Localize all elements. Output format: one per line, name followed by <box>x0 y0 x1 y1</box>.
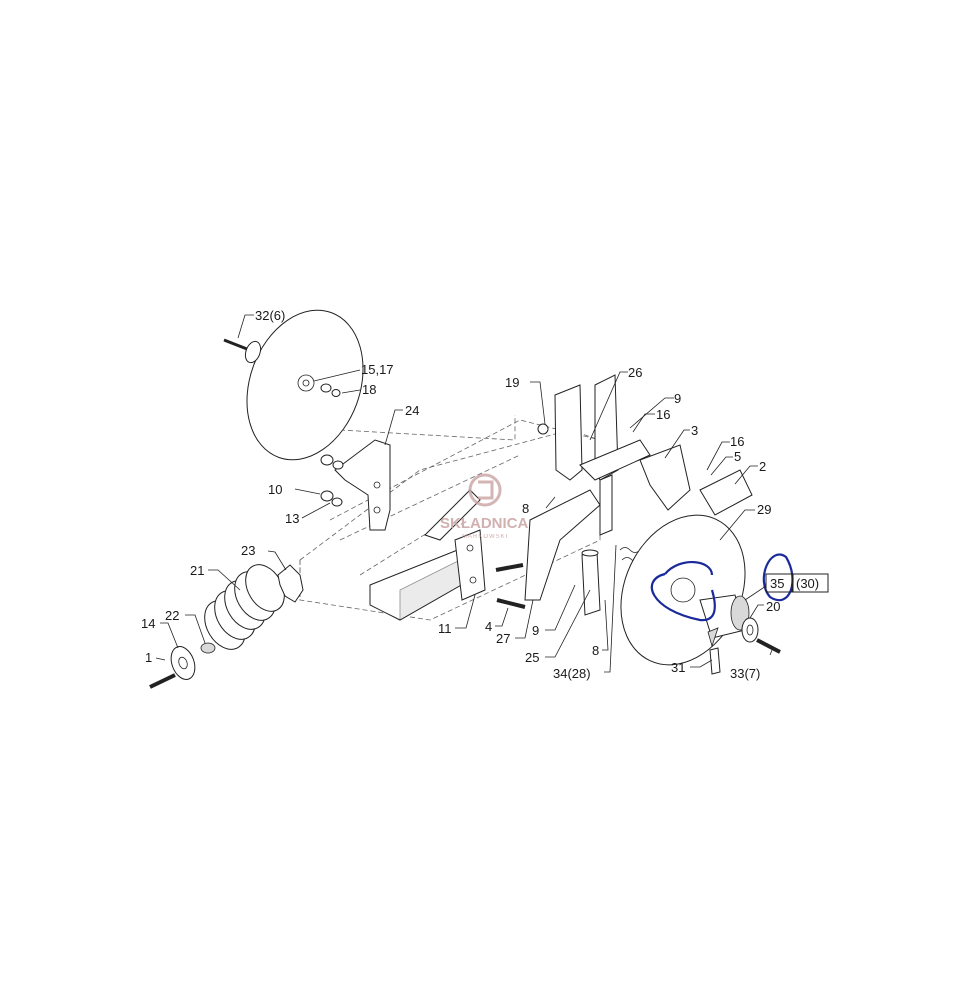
spring-21 <box>204 564 285 650</box>
label-29: 29 <box>757 502 771 517</box>
watermark-sub: MARKOWSKI <box>462 534 508 540</box>
frame-box <box>369 544 471 621</box>
label-24: 24 <box>405 403 419 418</box>
label-19: 19 <box>505 375 519 390</box>
plate-11 <box>454 529 486 601</box>
spike-31 <box>707 627 721 675</box>
label-3: 3 <box>691 423 698 438</box>
label-32: 32(6) <box>255 308 285 323</box>
arm-27 <box>424 489 601 601</box>
leader-lines <box>155 314 773 673</box>
label-30: (30) <box>796 576 819 591</box>
label-31: 31 <box>671 660 685 675</box>
label-35: 35 <box>770 576 784 591</box>
label-26: 26 <box>628 365 642 380</box>
bushing-22 <box>200 642 216 654</box>
label-35-box <box>765 573 793 593</box>
label-18: 18 <box>362 382 376 397</box>
bolt-1 <box>149 673 176 689</box>
label-15-17: 15,17 <box>361 362 394 377</box>
watermark-logo: SKŁADNICA MARKOWSKI <box>440 473 528 540</box>
scraper-3 <box>639 444 691 511</box>
nuts-10-13 <box>320 454 344 507</box>
label-5: 5 <box>734 449 741 464</box>
label-11: 11 <box>438 621 452 636</box>
left-disc <box>223 309 364 461</box>
label-20: 20 <box>766 599 780 614</box>
label-16-right: 16 <box>730 434 744 449</box>
star-part-23 <box>277 564 304 603</box>
column-26 <box>579 374 651 536</box>
bolt-33 <box>756 638 781 654</box>
label-33: 33(7) <box>730 666 760 681</box>
cap-20 <box>741 617 759 643</box>
right-disc <box>620 514 746 666</box>
label-27: 27 <box>496 631 510 646</box>
label-8-upper: 8 <box>522 501 529 516</box>
label-9-top: 9 <box>674 391 681 406</box>
label-10: 10 <box>268 482 282 497</box>
bracket-24 <box>334 439 391 531</box>
label-21: 21 <box>190 563 204 578</box>
label-23: 23 <box>241 543 255 558</box>
label-25: 25 <box>525 650 539 665</box>
watermark-name: SKŁADNICA <box>440 515 528 532</box>
label-9-bottom: 9 <box>532 623 539 638</box>
bolts-4 <box>495 563 526 609</box>
plate-2 <box>699 469 753 516</box>
label-22: 22 <box>165 608 179 623</box>
label-34: 34(28) <box>553 666 591 681</box>
washers-15-18 <box>320 383 341 397</box>
bracket-19 <box>537 384 583 481</box>
label-30-box <box>792 573 829 593</box>
label-2: 2 <box>759 459 766 474</box>
tube-25 <box>581 549 601 616</box>
label-4: 4 <box>485 619 492 634</box>
part-labels: 32(6) 15,17 18 24 19 26 9 16 3 16 5 2 10… <box>141 308 829 681</box>
label-8-lower: 8 <box>592 643 599 658</box>
label-14: 14 <box>141 616 155 631</box>
label-1: 1 <box>145 650 152 665</box>
label-13: 13 <box>285 511 299 526</box>
label-16-top: 16 <box>656 407 670 422</box>
